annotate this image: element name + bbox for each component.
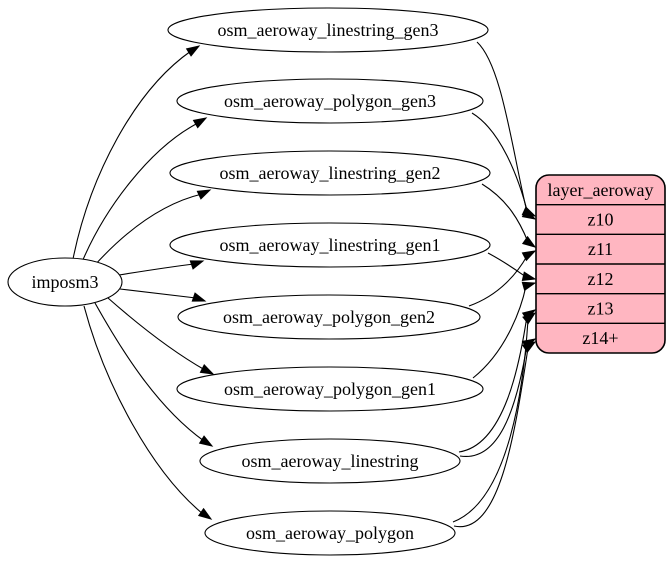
edge-line <box>119 288 197 299</box>
edge-line <box>472 285 527 379</box>
record-row-label: z11 <box>588 239 613 259</box>
arrowhead-icon <box>521 281 537 292</box>
record-row-label: z13 <box>588 299 614 319</box>
edge-line <box>107 297 206 371</box>
node-shape <box>204 510 456 556</box>
arrowhead-icon <box>196 189 212 200</box>
edge-imposm3-osm_aeroway_polygon_gen1 <box>107 297 215 375</box>
node-label: osm_aeroway_linestring <box>242 451 419 471</box>
edge-osm_aeroway_polygon_gen2-z11 <box>468 250 537 307</box>
arrowhead-icon <box>198 435 214 447</box>
node-shape <box>177 294 481 340</box>
node-label: osm_aeroway_polygon <box>246 523 414 543</box>
edge-line <box>487 252 527 278</box>
record-row-z10: z10 <box>588 210 614 230</box>
arrowhead-icon <box>189 260 205 270</box>
arrowhead-icon <box>191 292 207 302</box>
record-row-z13: z13 <box>588 299 614 319</box>
edge-line <box>118 263 195 276</box>
node-shape <box>167 7 489 53</box>
arrowhead-icon <box>192 117 208 129</box>
edge-osm_aeroway_polygon-z14 <box>453 341 537 528</box>
edge-osm_aeroway_linestring_gen3-z10 <box>476 41 537 217</box>
node-label: osm_aeroway_polygon_gen3 <box>224 91 436 111</box>
node-shape <box>176 78 484 124</box>
node-osm_aeroway_linestring_gen2: osm_aeroway_linestring_gen2 <box>169 150 491 196</box>
edge-imposm3-osm_aeroway_linestring_gen3 <box>72 45 201 260</box>
edge-line <box>468 255 528 307</box>
arrowhead-icon <box>199 363 215 375</box>
edge-line <box>72 50 192 260</box>
edge-line <box>459 344 528 457</box>
edge-imposm3-osm_aeroway_linestring_gen1 <box>118 260 205 276</box>
node-layer_aeroway: layer_aeroway z10 z11 z12 z13 z14+ <box>535 174 666 354</box>
node-shape <box>169 222 491 268</box>
edge-line <box>81 122 199 263</box>
edge-osm_aeroway_linestring_gen1-z12 <box>487 252 537 281</box>
node-shape <box>169 150 491 196</box>
node-label: osm_aeroway_linestring_gen1 <box>220 235 441 255</box>
edge-line <box>83 305 204 515</box>
edge-imposm3-osm_aeroway_polygon_gen3 <box>81 117 208 263</box>
node-imposm3: imposm3 <box>7 257 123 307</box>
node-label: osm_aeroway_linestring_gen3 <box>218 20 439 40</box>
node-shape <box>7 257 123 307</box>
edge-imposm3-osm_aeroway_polygon_gen2 <box>119 288 207 302</box>
arrowhead-icon <box>521 250 537 262</box>
edge-osm_aeroway_linestring_gen2-z11 <box>481 183 537 248</box>
arrowhead-icon <box>521 235 537 248</box>
arrowhead-icon <box>197 507 213 520</box>
node-shape <box>199 438 461 484</box>
node-label: osm_aeroway_polygon_gen1 <box>224 379 436 399</box>
node-osm_aeroway_polygon_gen1: osm_aeroway_polygon_gen1 <box>176 366 484 412</box>
node-label: imposm3 <box>31 272 98 292</box>
record-title: layer_aeroway <box>548 180 654 200</box>
record-row-label: z14+ <box>582 328 618 348</box>
node-osm_aeroway_linestring_gen3: osm_aeroway_linestring_gen3 <box>167 7 489 53</box>
arrowhead-icon <box>521 271 537 281</box>
node-osm_aeroway_polygon_gen3: osm_aeroway_polygon_gen3 <box>176 78 484 124</box>
edge-osm_aeroway_polygon_gen3-z10 <box>471 112 537 220</box>
edge-line <box>476 41 528 213</box>
node-osm_aeroway_linestring: osm_aeroway_linestring <box>199 438 461 484</box>
edge-imposm3-osm_aeroway_polygon <box>83 305 213 520</box>
edge-line <box>452 319 529 523</box>
record-row-z14: z14+ <box>582 328 618 348</box>
node-osm_aeroway_polygon_gen2: osm_aeroway_polygon_gen2 <box>177 294 481 340</box>
arrowhead-icon <box>522 312 537 325</box>
record-row-label: z10 <box>588 210 614 230</box>
record-row-label: z12 <box>588 269 614 289</box>
node-label: osm_aeroway_linestring_gen2 <box>220 163 441 183</box>
node-osm_aeroway_linestring_gen1: osm_aeroway_linestring_gen1 <box>169 222 491 268</box>
arrowhead-icon <box>185 45 201 57</box>
edge-line <box>481 183 529 243</box>
node-osm_aeroway_polygon: osm_aeroway_polygon <box>204 510 456 556</box>
record-row-z11: z11 <box>588 239 613 259</box>
edge-line <box>94 302 205 442</box>
node-shape <box>176 366 484 412</box>
arrowhead-icon <box>521 208 537 220</box>
edge-line <box>453 347 529 528</box>
node-label: osm_aeroway_polygon_gen2 <box>223 307 435 327</box>
record-row-z12: z12 <box>588 269 614 289</box>
edge-imposm3-osm_aeroway_linestring_gen2 <box>93 189 212 267</box>
edge-osm_aeroway_linestring-z13 <box>458 309 537 453</box>
edge-line <box>471 112 529 215</box>
edge-line <box>458 315 528 453</box>
arrowhead-icon <box>521 341 537 354</box>
edge-imposm3-osm_aeroway_linestring <box>94 302 214 447</box>
edge-osm_aeroway_polygon_gen1-z12 <box>472 281 537 379</box>
edge-line <box>93 193 203 267</box>
